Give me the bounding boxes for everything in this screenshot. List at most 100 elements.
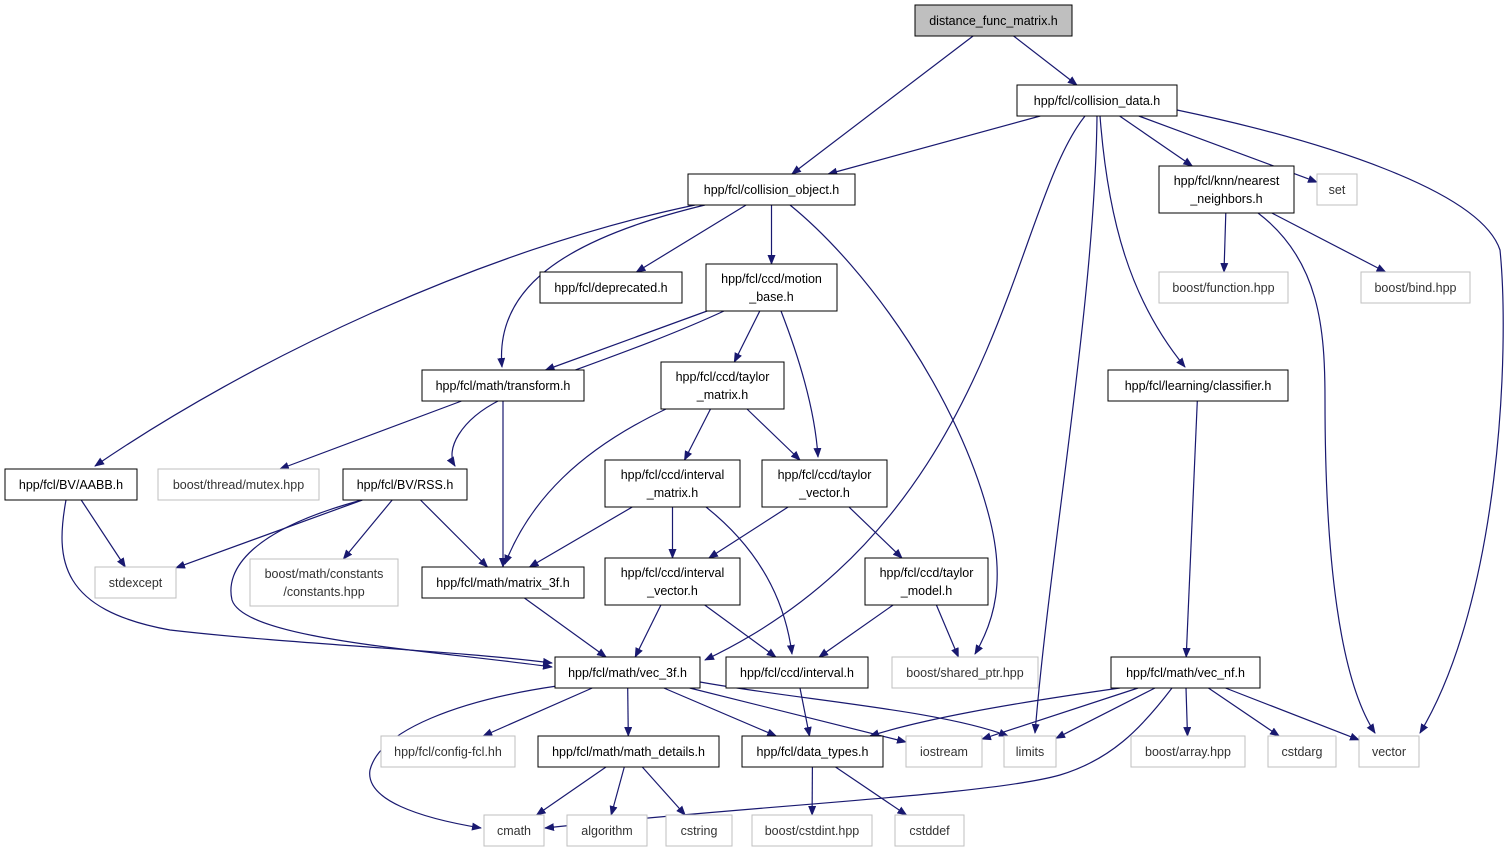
edge-vec-nf-to-cmath	[544, 687, 1173, 832]
node-taylor-matrix[interactable]: hpp/fcl/ccd/taylor_matrix.h	[660, 361, 785, 410]
node-box	[1158, 271, 1289, 304]
node-algorithm: algorithm	[566, 814, 648, 847]
node-vec-nf[interactable]: hpp/fcl/math/vec_nf.h	[1110, 656, 1261, 689]
node-label: hpp/fcl/ccd/motion	[721, 272, 822, 286]
node-label: hpp/fcl/math/vec_3f.h	[568, 666, 687, 680]
node-box	[1016, 84, 1178, 117]
node-config-fcl: hpp/fcl/config-fcl.hh	[380, 735, 516, 768]
node-box	[1003, 735, 1057, 768]
node-label: hpp/fcl/ccd/interval	[621, 566, 725, 580]
node-box	[1360, 271, 1471, 304]
edge-knn-to-boost-bind	[1271, 212, 1387, 273]
edge-vec-3f-to-config-fcl	[482, 687, 593, 737]
edge-knn-to-vector	[1257, 212, 1376, 734]
edge-taylor-vector-to-taylor-model	[848, 506, 903, 559]
node-label: boost/cstdint.hpp	[765, 824, 860, 838]
edge-vec-nf-to-limits	[1055, 687, 1156, 739]
node-box	[604, 459, 741, 508]
node-interval-vector[interactable]: hpp/fcl/ccd/interval _vector.h	[604, 557, 741, 606]
node-rss[interactable]: hpp/fcl/BV/RSS.h	[342, 468, 468, 501]
node-box	[751, 814, 873, 847]
node-classifier[interactable]: hpp/fcl/learning/classifier.h	[1107, 369, 1289, 402]
node-box	[905, 735, 983, 768]
node-box	[761, 459, 888, 508]
node-aabb[interactable]: hpp/fcl/BV/AABB.h	[4, 468, 138, 501]
node-collision-data[interactable]: hpp/fcl/collision_data.h	[1016, 84, 1178, 117]
edge-vec-3f-to-math-details	[624, 687, 633, 737]
node-label: hpp/fcl/collision_data.h	[1034, 94, 1161, 108]
edge-taylor-model-to-shared-ptr	[935, 604, 959, 658]
edge-vec-nf-to-data-types	[869, 687, 1121, 738]
node-stdexcept: stdexcept	[94, 566, 177, 599]
edge-matrix-3f-to-vec-3f	[524, 597, 607, 658]
node-label: algorithm	[581, 824, 632, 838]
edge-taylor-matrix-to-taylor-vector	[746, 408, 801, 461]
edge-taylor-model-to-interval	[818, 604, 894, 658]
node-box	[725, 656, 869, 689]
node-label: vector	[1372, 745, 1406, 759]
node-label: hpp/fcl/knn/nearest	[1174, 174, 1280, 188]
node-data-types[interactable]: hpp/fcl/data_types.h	[741, 735, 884, 768]
node-matrix-3f[interactable]: hpp/fcl/math/matrix_3f.h	[421, 566, 585, 599]
node-deprecated[interactable]: hpp/fcl/deprecated.h	[539, 271, 683, 304]
node-vec-3f[interactable]: hpp/fcl/math/vec_3f.h	[554, 656, 701, 689]
node-label: _vector.h	[646, 584, 698, 598]
node-box	[1130, 735, 1246, 768]
node-taylor-vector[interactable]: hpp/fcl/ccd/taylor_vector.h	[761, 459, 888, 508]
node-constants: boost/math/constants/constants.hpp	[249, 558, 399, 607]
node-shared-ptr: boost/shared_ptr.hpp	[891, 656, 1039, 689]
node-label: hpp/fcl/ccd/interval	[621, 468, 725, 482]
node-label: hpp/fcl/BV/AABB.h	[19, 478, 123, 492]
node-box	[380, 735, 516, 768]
node-taylor-model[interactable]: hpp/fcl/ccd/taylor_model.h	[864, 557, 989, 606]
node-label: set	[1329, 183, 1346, 197]
node-label: boost/function.hpp	[1172, 281, 1274, 295]
edge-interval-vector-to-vec-3f	[634, 604, 662, 658]
node-box	[1107, 369, 1289, 402]
node-label: hpp/fcl/ccd/taylor	[778, 468, 872, 482]
node-collision-object[interactable]: hpp/fcl/collision_object.h	[687, 173, 856, 206]
node-box	[891, 656, 1039, 689]
node-label: iostream	[920, 745, 968, 759]
node-boost-function: boost/function.hpp	[1158, 271, 1289, 304]
node-box	[94, 566, 177, 599]
node-cstring: cstring	[665, 814, 733, 847]
node-mutex: boost/thread/mutex.hpp	[157, 468, 320, 501]
node-iostream: iostream	[905, 735, 983, 768]
node-label: boost/shared_ptr.hpp	[906, 666, 1023, 680]
node-cmath: cmath	[483, 814, 545, 847]
edge-collision-object-to-deprecated	[635, 204, 747, 273]
node-box	[1158, 165, 1295, 214]
node-label: hpp/fcl/deprecated.h	[554, 281, 667, 295]
edge-vec-3f-to-cmath	[369, 685, 558, 831]
edge-collision-data-to-collision-object	[827, 115, 1041, 176]
node-label: hpp/fcl/learning/classifier.h	[1125, 379, 1272, 393]
edge-motion-base-to-transform	[544, 310, 708, 371]
edge-rss-to-constants	[342, 499, 393, 560]
node-vector: vector	[1358, 735, 1420, 768]
edge-collision-object-to-transform	[497, 204, 706, 368]
node-motion-base[interactable]: hpp/fcl/ccd/motion _base.h	[705, 263, 838, 312]
edge-taylor-matrix-to-matrix-3f	[504, 408, 667, 565]
node-label: hpp/fcl/ccd/taylor	[676, 370, 770, 384]
edge-collision-object-to-aabb	[94, 204, 696, 467]
node-knn[interactable]: hpp/fcl/knn/nearest_neighbors.h	[1158, 165, 1295, 214]
node-label: _base.h	[748, 290, 794, 304]
node-interval[interactable]: hpp/fcl/ccd/interval.h	[725, 656, 869, 689]
node-label: hpp/fcl/ccd/taylor	[880, 566, 974, 580]
edge-motion-base-to-taylor-vector	[780, 310, 822, 458]
node-box	[864, 557, 989, 606]
node-root[interactable]: distance_func_matrix.h	[914, 4, 1073, 37]
node-boost-cstdint: boost/cstdint.hpp	[751, 814, 873, 847]
node-box	[554, 656, 701, 689]
node-transform[interactable]: hpp/fcl/math/transform.h	[421, 369, 585, 402]
node-math-details[interactable]: hpp/fcl/math/math_details.h	[537, 735, 720, 768]
node-box	[660, 361, 785, 410]
node-label: limits	[1016, 745, 1044, 759]
edge-collision-data-to-classifier	[1099, 115, 1186, 368]
edge-collision-object-to-shared-ptr	[789, 204, 998, 655]
edge-math-details-to-cmath	[535, 766, 607, 816]
node-box	[705, 263, 838, 312]
node-interval-matrix[interactable]: hpp/fcl/ccd/interval_matrix.h	[604, 459, 741, 508]
